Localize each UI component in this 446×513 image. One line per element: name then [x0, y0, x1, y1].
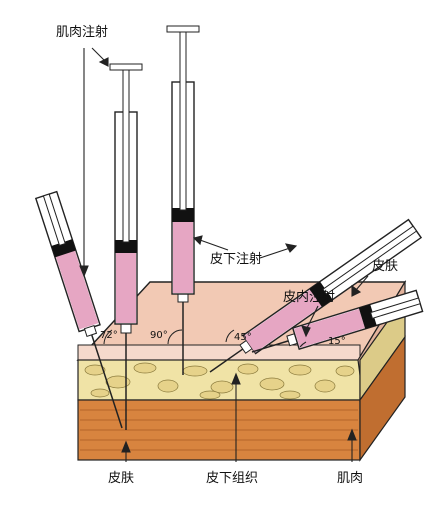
label-subcutaneous-injection: 皮下注射	[210, 251, 262, 267]
fluid-90-muscle	[116, 252, 136, 323]
angle-arcs	[103, 329, 307, 348]
needle-45	[209, 348, 244, 373]
muscle-side	[359, 335, 406, 462]
plunger-rod-45	[322, 225, 418, 295]
needle-72	[90, 332, 123, 429]
arrows	[79, 47, 369, 462]
angle-45: 45°	[234, 332, 252, 343]
syringe-72	[34, 190, 123, 429]
label-skin-top: 皮肤	[372, 259, 398, 274]
angle-15: 15°	[328, 336, 346, 347]
plunger-90-muscle	[115, 240, 137, 253]
label-subcutaneous-tissue: 皮下组织	[206, 471, 258, 486]
plunger-rod-90-subcutaneous	[179, 31, 187, 211]
syringe-90-subcutaneous	[166, 25, 200, 375]
label-muscle: 肌肉	[337, 471, 363, 486]
syringe-90-muscle	[109, 63, 143, 430]
angle-72: 72°	[100, 330, 118, 341]
fluid-72	[55, 248, 99, 330]
fluid-15	[294, 308, 365, 348]
fluid-45	[243, 289, 323, 353]
hub-90-muscle	[120, 323, 132, 334]
fat-cells	[84, 362, 355, 400]
thumb-rest-90-muscle	[109, 63, 143, 71]
skin-layer	[77, 344, 361, 361]
fluid-90-subcutaneous	[173, 222, 193, 293]
plunger-15	[358, 304, 377, 329]
plunger-rod-90-muscle	[122, 69, 130, 243]
needle-15	[251, 340, 289, 353]
syringe-45	[209, 218, 423, 373]
syringe-15	[251, 289, 424, 353]
label-intradermal: 皮内注射	[283, 289, 335, 305]
plunger-rod-15	[370, 297, 421, 319]
hub-72	[83, 325, 98, 337]
plunger-45	[309, 281, 333, 308]
angle-90: 90°	[150, 330, 168, 341]
label-skin-bottom: 皮肤	[108, 471, 134, 486]
label-intramuscular: 肌肉注射	[56, 24, 108, 40]
plunger-rod-72	[42, 193, 66, 247]
plunger-90-subcutaneous	[172, 208, 194, 222]
thumb-rest-90-subcutaneous	[166, 25, 200, 33]
plunger-72	[51, 239, 76, 258]
